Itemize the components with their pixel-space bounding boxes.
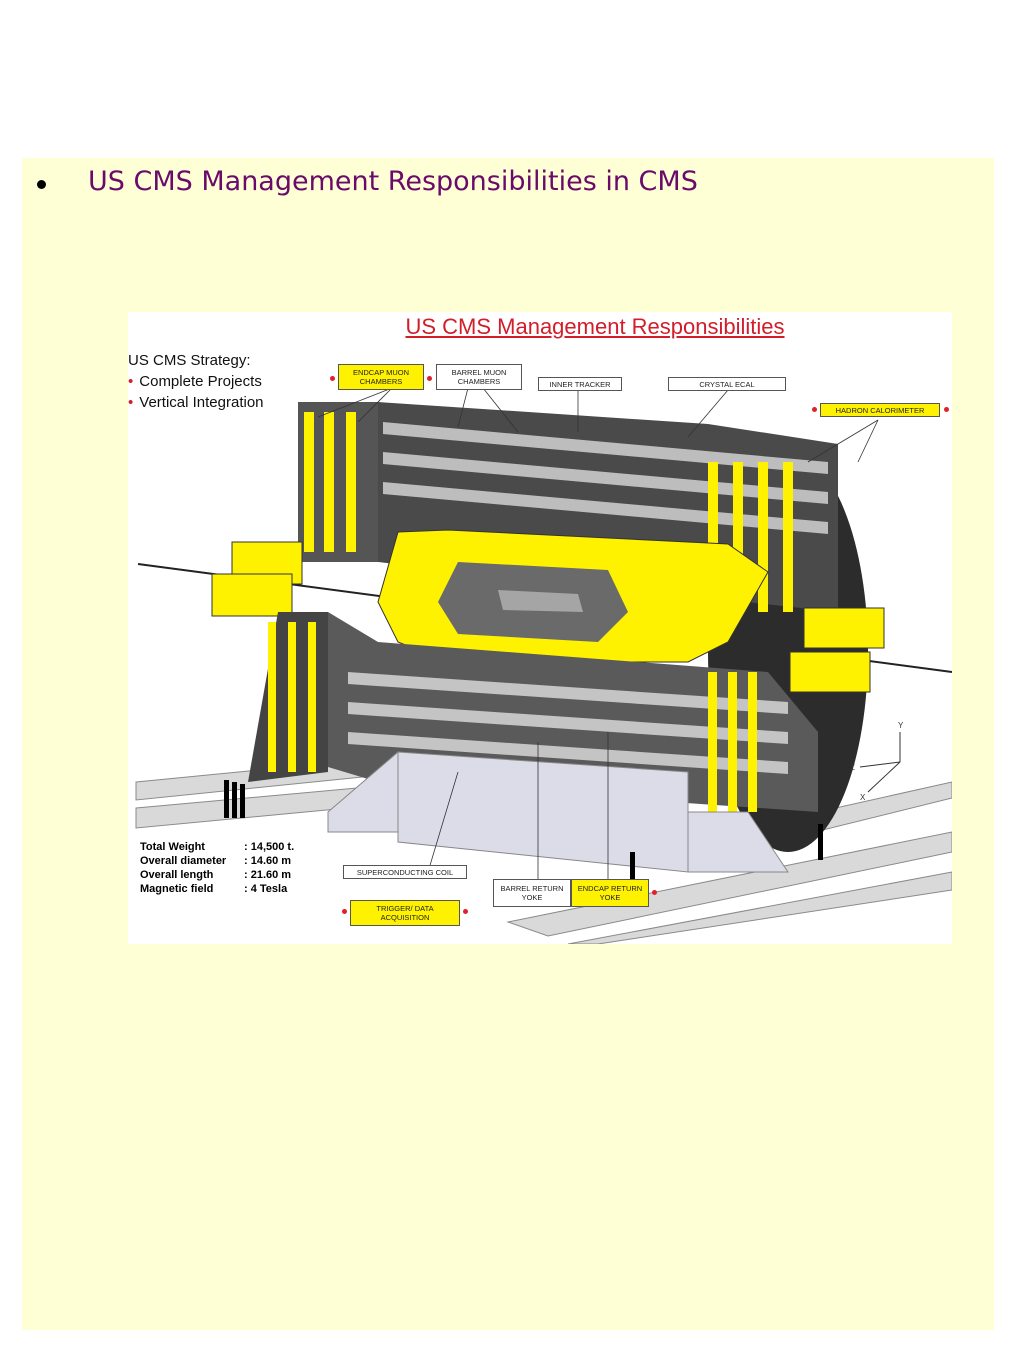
stat-key: Overall diameter bbox=[140, 855, 227, 867]
red-marker-dot bbox=[330, 376, 335, 381]
strategy-list: US CMS Strategy: Complete Projects Verti… bbox=[128, 350, 264, 413]
stat-row: Overall diameter : 14.60 m bbox=[140, 854, 294, 868]
figure-title: US CMS Management Responsibilities bbox=[405, 314, 785, 339]
bullet-dot bbox=[37, 180, 46, 189]
slide-heading: US CMS Management Responsibilities in CM… bbox=[88, 166, 698, 197]
red-marker-dot bbox=[463, 909, 468, 914]
red-marker-dot bbox=[812, 407, 817, 412]
cms-detector-illustration: Y Z X bbox=[135, 387, 952, 944]
label-trigger-data-acquisition: TRIGGER/ DATA ACQUISITION bbox=[350, 900, 460, 926]
label-superconducting-coil: SUPERCONDUCTING COIL bbox=[343, 865, 467, 879]
axis-y-label: Y bbox=[898, 721, 904, 730]
label-barrel-return-yoke: BARREL RETURN YOKE bbox=[493, 879, 571, 907]
stat-value: : 14,500 t. bbox=[244, 841, 295, 853]
label-endcap-return-yoke: ENDCAP RETURN YOKE bbox=[571, 879, 649, 907]
label-endcap-muon-chambers: ENDCAP MUON CHAMBERS bbox=[338, 364, 424, 390]
red-marker-dot bbox=[427, 376, 432, 381]
stat-key: Total Weight bbox=[140, 841, 205, 853]
stat-value: : 21.60 m bbox=[244, 869, 292, 881]
stat-row: Overall length : 21.60 m bbox=[140, 868, 294, 882]
detector-stats: Total Weight : 14,500 t. Overall diameter… bbox=[140, 840, 294, 896]
stat-row: Magnetic field : 4 Tesla bbox=[140, 882, 294, 896]
stat-key: Magnetic field bbox=[140, 883, 214, 895]
label-crystal-ecal: CRYSTAL ECAL bbox=[668, 377, 786, 391]
axis-x-label: X bbox=[860, 793, 866, 802]
strategy-heading: US CMS Strategy: bbox=[128, 352, 251, 369]
label-barrel-muon-chambers: BARREL MUON CHAMBERS bbox=[436, 364, 522, 390]
red-marker-dot bbox=[342, 909, 347, 914]
cms-detector-figure: Y Z X US CMS Management Responsibilities… bbox=[128, 312, 952, 944]
stat-value: : 14.60 m bbox=[244, 855, 292, 867]
stat-key: Overall length bbox=[140, 869, 214, 881]
stat-value: : 4 Tesla bbox=[244, 883, 288, 895]
strategy-item-complete-projects: Complete Projects bbox=[128, 371, 264, 392]
strategy-item-vertical-integration: Vertical Integration bbox=[128, 392, 263, 413]
axis-z-label: Z bbox=[850, 763, 855, 772]
red-marker-dot bbox=[652, 890, 657, 895]
red-marker-dot bbox=[944, 407, 949, 412]
label-hadron-calorimeter: HADRON CALORIMETER bbox=[820, 403, 940, 417]
stat-row: Total Weight : 14,500 t. bbox=[140, 840, 294, 854]
label-inner-tracker: INNER TRACKER bbox=[538, 377, 622, 391]
